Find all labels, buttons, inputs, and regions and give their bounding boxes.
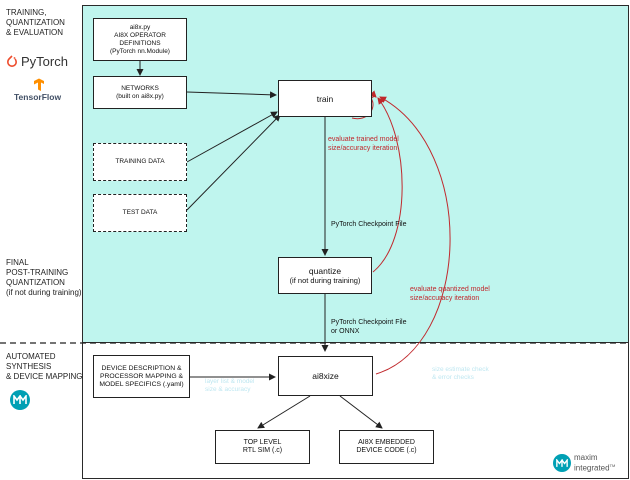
section-final-label: FINAL POST-TRAINING QUANTIZATION (if not…	[6, 258, 82, 297]
rtl-sim-box[interactable]: TOP LEVEL RTL SIM (.c)	[215, 430, 310, 464]
arrow-quantize-train-feedback	[372, 97, 403, 273]
section-training-label: TRAINING, QUANTIZATION & EVALUATION	[6, 8, 65, 37]
maxim-icon	[10, 390, 30, 410]
checkpoint-label-1: PyTorch Checkpoint File	[331, 221, 407, 228]
tensorflow-icon	[34, 78, 44, 91]
test-data-box[interactable]: TEST DATA	[93, 194, 187, 232]
maxim-logo-icon	[553, 454, 571, 473]
training-data-box[interactable]: TRAINING DATA	[93, 143, 187, 181]
networks-box[interactable]: NETWORKS (built on ai8x.py)	[93, 76, 187, 109]
ai8xize-box[interactable]: ai8xize	[278, 356, 373, 396]
tensorflow-logo: TensorFlow	[14, 78, 74, 102]
section-automated-label: AUTOMATED SYNTHESIS & DEVICE MAPPING	[6, 352, 83, 381]
maxim-integrated-logo: maxim integratedTM	[553, 454, 615, 473]
quantize-box[interactable]: quantize (if not during training)	[278, 257, 372, 294]
arrow-trainingdata-train	[186, 111, 278, 163]
pytorch-logo: PyTorch	[6, 54, 68, 69]
device-description-box[interactable]: DEVICE DESCRIPTION & PROCESSOR MAPPING &…	[93, 355, 190, 398]
pytorch-flame-icon	[7, 54, 17, 67]
arrow-eval-trained-loop	[351, 90, 377, 120]
arrow-networks-train	[186, 91, 277, 99]
arrow-ai8xize-rtl	[257, 395, 311, 429]
eval-quantized-label: evaluate quantized model size/accuracy i…	[410, 286, 490, 302]
faint-label-right: size estimate check & error checks	[432, 366, 489, 381]
embedded-code-box[interactable]: AI8X EMBEDDED DEVICE CODE (.c)	[339, 430, 434, 464]
eval-trained-label: evaluate trained model size/accuracy ite…	[328, 136, 399, 152]
train-box[interactable]: train	[278, 80, 372, 117]
ai8x-definitions-box[interactable]: ai8x.py AI8X OPERATOR DEFINITIONS (PyTor…	[93, 18, 187, 61]
checkpoint-label-2: PyTorch Checkpoint File or ONNX	[331, 319, 407, 335]
arrow-ai8xize-train-feedback	[375, 96, 451, 375]
faint-label-left: layer list & model size & accuracy	[205, 378, 255, 393]
arrow-testdata-train	[186, 114, 281, 211]
arrow-ai8xize-embedded	[339, 395, 383, 429]
